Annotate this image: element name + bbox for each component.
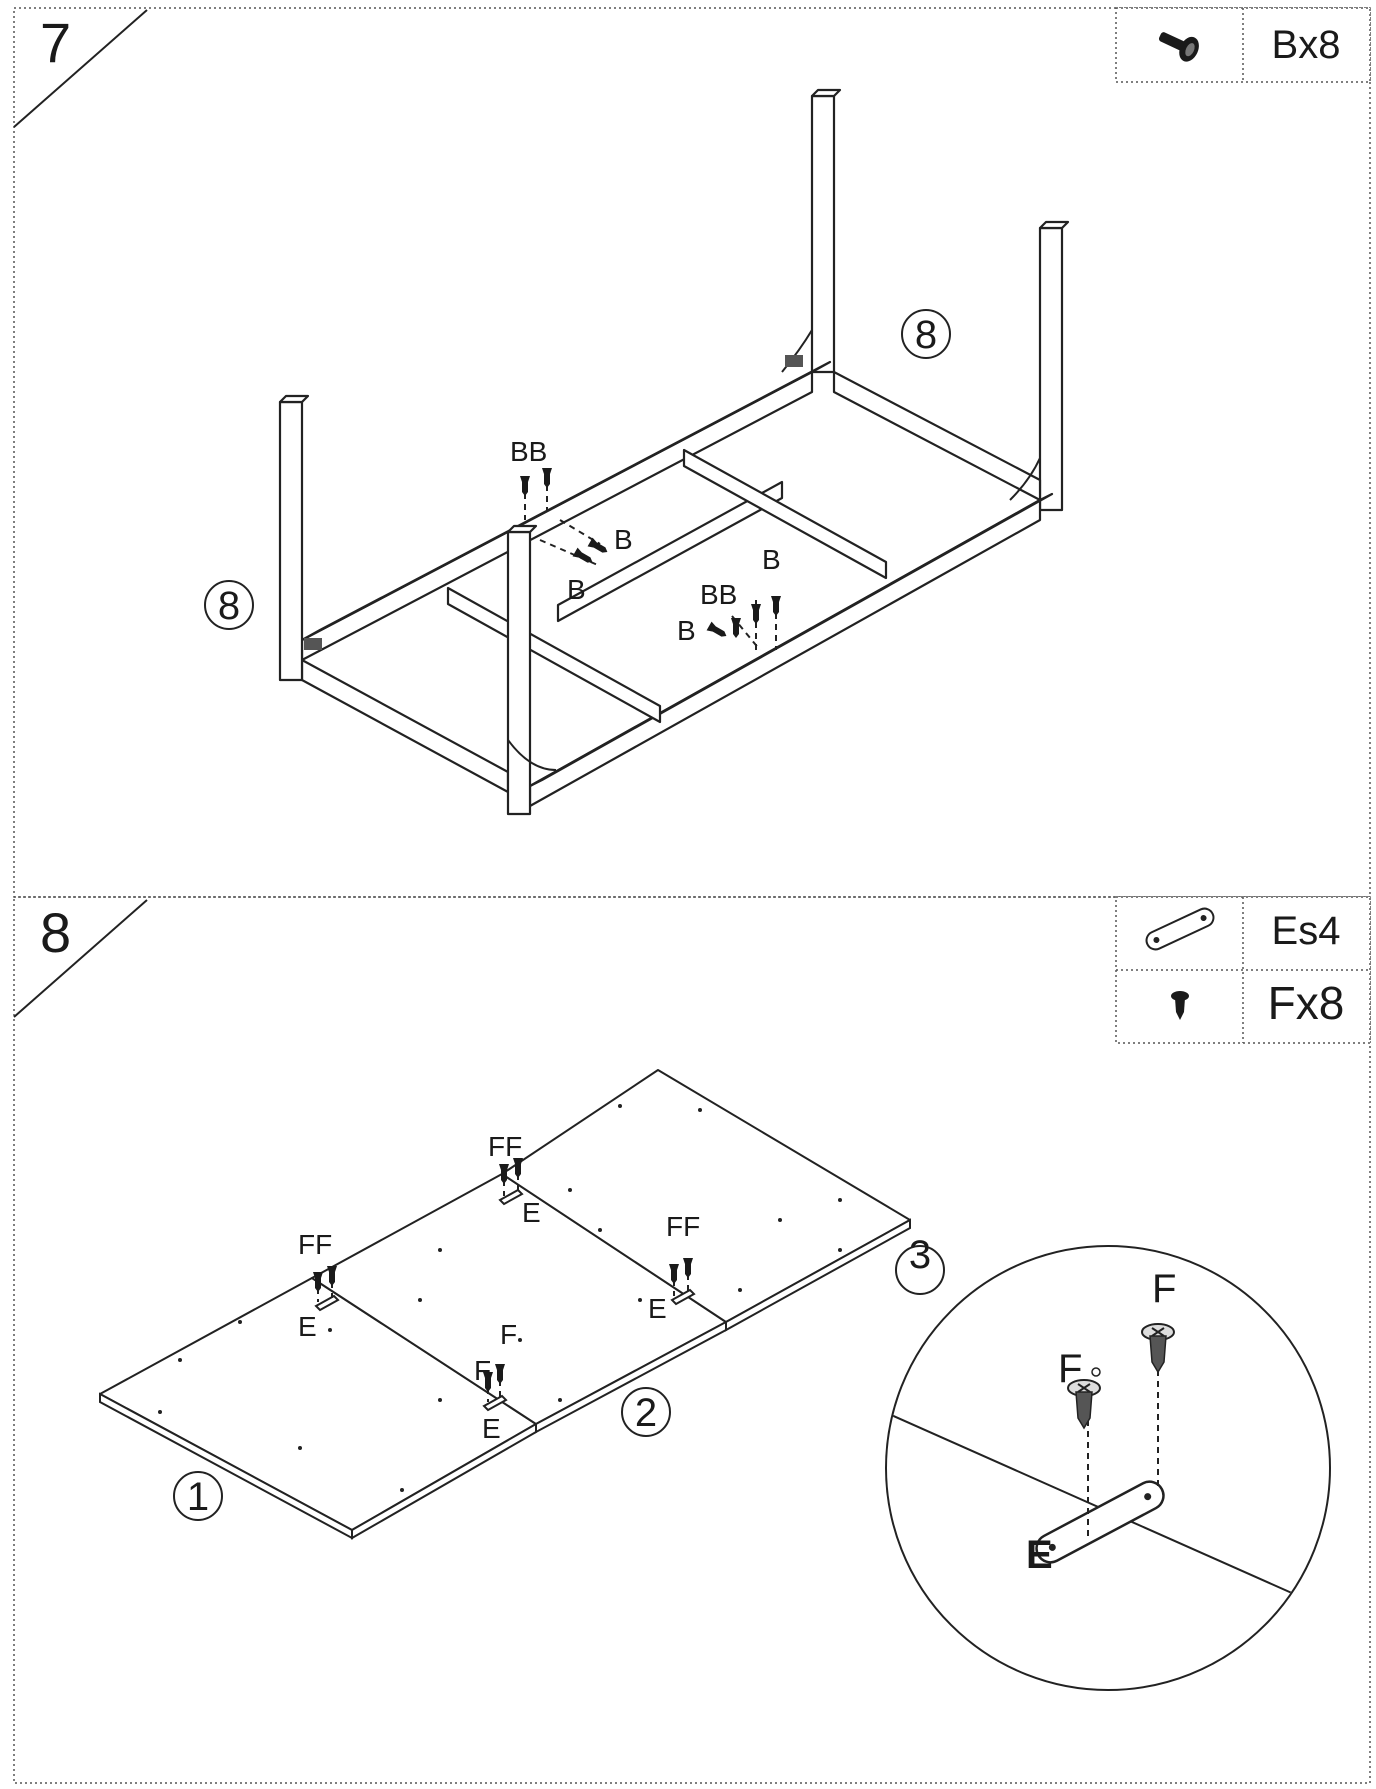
screw-f-icon <box>1171 991 1189 1020</box>
callout-b-center: B <box>762 544 781 575</box>
callout-e-4: E <box>482 1413 501 1444</box>
cross-rail-1 <box>446 586 662 724</box>
svg-text:8: 8 <box>218 584 240 628</box>
callout-bb-center: BB <box>700 579 737 610</box>
table-frame-drawing: BB B B B BB B <box>278 88 1070 816</box>
detail-connector-plate <box>1035 1480 1165 1564</box>
callout-ff-2: FF <box>488 1131 522 1162</box>
connector-plate-e-icon <box>1145 907 1215 951</box>
hardware-b-quantity: Bx8 <box>1272 23 1341 67</box>
step-7-number: 7 <box>40 11 71 74</box>
part-label-panel-2: 2 <box>621 1387 671 1437</box>
svg-text:8: 8 <box>915 313 937 357</box>
detail-label-e: E <box>1026 1533 1053 1577</box>
detail-label-f-left: F <box>1058 1347 1082 1391</box>
svg-text:2: 2 <box>635 1391 657 1435</box>
callout-bb-top: BB <box>510 436 547 467</box>
callout-e-3: E <box>648 1293 667 1324</box>
cross-rail-2 <box>682 448 888 580</box>
step-7-hardware-box: Bx8 <box>1115 7 1371 83</box>
callout-f-4b: F <box>474 1355 491 1386</box>
connector-group-3 <box>669 1258 696 1306</box>
detail-screw-right <box>1141 1323 1175 1374</box>
callout-e-2: E <box>522 1197 541 1228</box>
hardware-f-quantity: Fx8 <box>1268 977 1345 1029</box>
step-8-number: 8 <box>40 901 71 964</box>
connector-group-2 <box>498 1158 524 1206</box>
callout-f-4a: F <box>500 1319 517 1350</box>
leg-back-left <box>810 94 836 374</box>
screw-callouts-step-7 <box>520 468 781 651</box>
detail-label-f-right: F <box>1152 1267 1176 1311</box>
leg-front-center <box>506 530 532 816</box>
svg-text:1: 1 <box>187 1475 209 1519</box>
hardware-e-quantity: Es4 <box>1272 909 1341 953</box>
part-label-leg-back: 8 <box>901 309 951 359</box>
part-label-leg-front: 8 <box>204 580 254 630</box>
part-label-panel-1: 1 <box>173 1471 223 1521</box>
step-7-panel: 7 Bx8 <box>13 7 1371 898</box>
step-8-border <box>13 896 1371 1784</box>
center-rail <box>556 480 784 623</box>
leg-front-left <box>278 400 304 682</box>
connector-group-4 <box>482 1364 508 1412</box>
apron-right-short <box>832 370 1042 502</box>
step-8-corner-divider <box>13 899 148 1018</box>
leg-back-right <box>1038 226 1064 512</box>
callout-b-lower: B <box>567 574 586 605</box>
detail-screw-left <box>1067 1379 1101 1430</box>
callout-b-left: B <box>677 615 696 646</box>
step-7-corner-divider <box>13 9 148 128</box>
svg-text:3: 3 <box>909 1233 931 1277</box>
step-8-panel: 8 Es4 Fx8 <box>13 896 1371 1784</box>
apron-left-short <box>300 658 510 794</box>
part-label-panel-3: 3 <box>895 1233 945 1295</box>
screw-b-icon <box>1158 32 1199 62</box>
connector-group-1 <box>313 1266 340 1312</box>
step-8-hardware-box: Es4 Fx8 <box>1115 896 1371 1044</box>
callout-b-right: B <box>614 524 633 555</box>
detail-magnifier: F F E <box>885 1245 1331 1691</box>
step-7-border <box>13 7 1371 898</box>
callout-ff-3: FF <box>666 1211 700 1242</box>
tabletop-panels-drawing: FF E FF E FF E F F E <box>99 1069 911 1540</box>
apron-front-long <box>528 498 1042 808</box>
callout-ff-1: FF <box>298 1229 332 1260</box>
callout-e-1: E <box>298 1311 317 1342</box>
